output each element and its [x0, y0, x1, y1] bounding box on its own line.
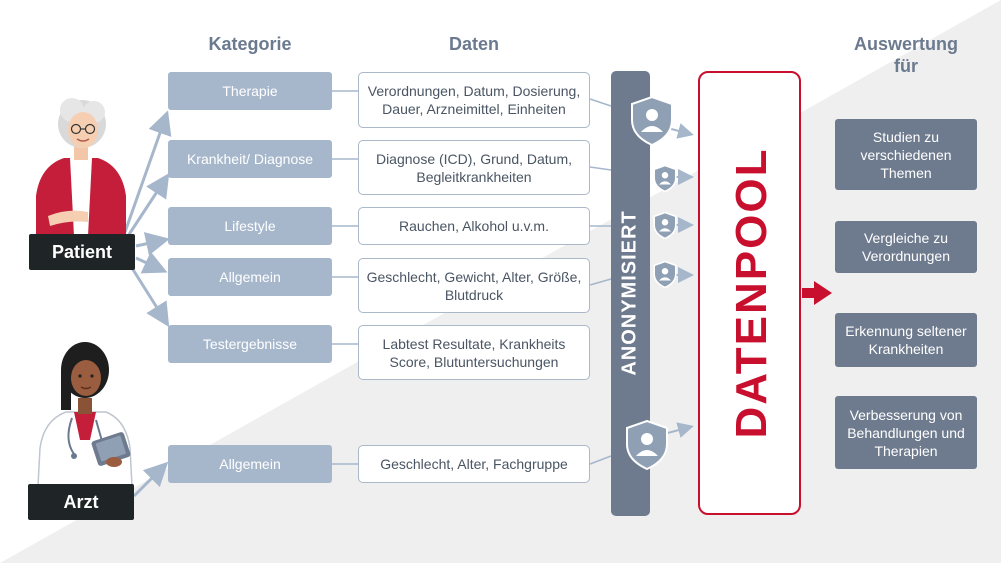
shield-user-icon [653, 212, 677, 239]
output-studien: Studien zu verschiedenen Themen [835, 119, 977, 190]
connector-data-anon-2 [589, 166, 612, 171]
shield-user-icon [631, 96, 673, 146]
patient-arrow-krankheit [126, 172, 170, 237]
shield-user-icon [626, 420, 668, 470]
connector-data-anon-6 [589, 455, 612, 465]
category-therapie: Therapie [168, 72, 332, 110]
arzt-label: Arzt [28, 484, 134, 520]
category-krankheit-diagnose: Krankheit/ Diagnose [168, 140, 332, 178]
patient-label: Patient [29, 234, 135, 270]
header-auswertung: Auswertung für [853, 34, 958, 76]
connector-data-anon-4 [589, 278, 612, 286]
data-allgemein-arzt: Geschlecht, Alter, Fachgruppe [358, 445, 590, 483]
data-therapie: Verordnungen, Datum, Dosierung, Dauer, A… [358, 72, 590, 128]
datenpool-box [698, 71, 801, 515]
patient-arrow-therapie [123, 110, 172, 233]
doctor-icon [37, 342, 133, 486]
senior-woman-icon [36, 98, 126, 236]
output-vergleiche: Vergleiche zu Verordnungen [835, 221, 977, 273]
arzt-arrow-allgemein [132, 461, 169, 498]
shield-user-icon [653, 261, 677, 288]
category-allgemein-arzt: Allgemein [168, 445, 332, 483]
category-allgemein-patient: Allgemein [168, 258, 332, 296]
data-lifestyle: Rauchen, Alkohol u.v.m. [358, 207, 590, 245]
datenpool-output-arrow-icon [802, 281, 832, 305]
shield-user-icon [653, 165, 677, 192]
header-kategorie: Kategorie [208, 34, 292, 54]
header-daten: Daten [448, 34, 499, 54]
patient-arrow-testergebnisse [130, 267, 170, 328]
data-allgemein-patient: Geschlecht, Gewicht, Alter, Größe, Blutd… [358, 258, 590, 313]
datenpool-label: DATENPOOL [727, 147, 776, 439]
output-verbesserung: Verbesserung von Behandlungen und Therap… [835, 396, 977, 469]
output-erkennung: Erkennung seltener Krankheiten [835, 313, 977, 367]
anon-pool-arrow-6 [663, 422, 694, 438]
patient-arrow-allgemein [135, 251, 168, 274]
data-krankheit-diagnose: Diagnose (ICD), Grund, Datum, Begleitkra… [358, 140, 590, 195]
connector-data-anon-1 [589, 98, 612, 107]
category-testergebnisse: Testergebnisse [168, 325, 332, 363]
patient-arrow-lifestyle [135, 232, 170, 256]
data-testergebnisse: Labtest Resultate, Krankheits Score, Blu… [358, 325, 590, 380]
category-lifestyle: Lifestyle [168, 207, 332, 245]
anonymisiert-label: ANONYMISIERT [618, 210, 641, 376]
